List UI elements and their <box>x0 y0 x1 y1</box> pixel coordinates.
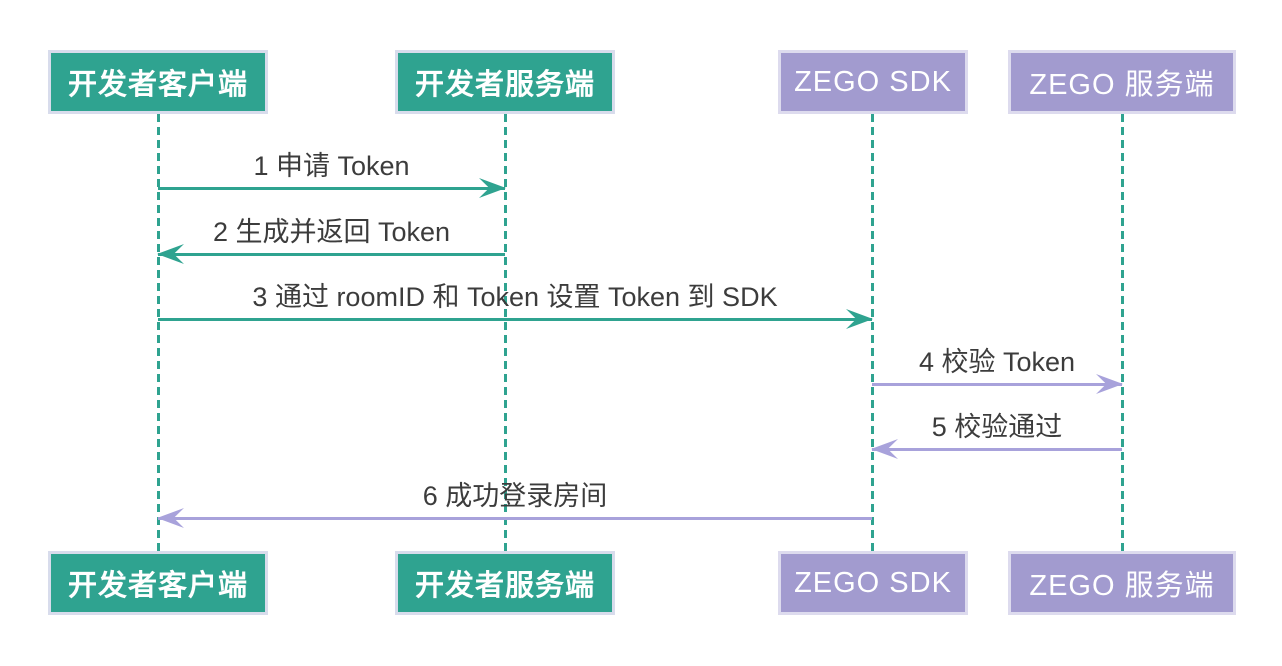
actor-box-developer-client-top: 开发者客户端 <box>48 50 268 114</box>
message-4-label: 4 校验 Token <box>918 347 1076 377</box>
message-6-arrow-line <box>158 517 872 520</box>
message-2-arrow-line <box>158 253 505 256</box>
message-5-label: 5 校验通过 <box>931 412 1063 442</box>
actor-box-zego-server-top: ZEGO 服务端 <box>1008 50 1236 114</box>
actor-label: 开发者服务端 <box>414 570 595 602</box>
lifeline-developer-client <box>157 114 160 551</box>
message-1-label: 1 申请 Token <box>253 151 410 181</box>
lifeline-developer-server <box>504 114 507 551</box>
message-2-label: 2 生成并返回 Token <box>212 217 451 247</box>
actor-label: 开发者服务端 <box>414 69 595 101</box>
actor-box-zego-server-bottom: ZEGO 服务端 <box>1008 551 1236 615</box>
actor-box-developer-server-top: 开发者服务端 <box>395 50 615 114</box>
actor-label: 开发者客户端 <box>67 570 248 602</box>
actor-label: 开发者客户端 <box>67 69 248 101</box>
actor-box-zego-sdk-top: ZEGO SDK <box>778 50 968 114</box>
message-3-label: 3 通过 roomID 和 Token 设置 Token 到 SDK <box>252 282 778 312</box>
actor-label: ZEGO 服务端 <box>1029 570 1215 602</box>
message-3-arrow-line <box>158 318 872 321</box>
actor-label: ZEGO SDK <box>794 65 952 98</box>
actor-label: ZEGO 服务端 <box>1029 69 1215 101</box>
message-5: 5 校验通过 <box>871 407 1122 459</box>
message-4: 4 校验 Token <box>872 342 1123 394</box>
message-4-arrow-line <box>872 383 1122 386</box>
lifeline-zego-server <box>1121 114 1124 551</box>
message-2: 2 生成并返回 Token <box>157 212 505 264</box>
actor-box-zego-sdk-bottom: ZEGO SDK <box>778 551 968 615</box>
message-3: 3 通过 roomID 和 Token 设置 Token 到 SDK <box>158 277 873 329</box>
lifeline-zego-sdk <box>871 114 874 551</box>
message-1: 1 申请 Token <box>158 146 506 198</box>
actor-label: ZEGO SDK <box>794 566 952 599</box>
message-6: 6 成功登录房间 <box>157 476 872 528</box>
message-5-arrow-line <box>872 448 1122 451</box>
actor-box-developer-client-bottom: 开发者客户端 <box>48 551 268 615</box>
message-6-label: 6 成功登录房间 <box>422 481 608 511</box>
message-1-arrow-line <box>158 187 505 190</box>
actor-box-developer-server-bottom: 开发者服务端 <box>395 551 615 615</box>
